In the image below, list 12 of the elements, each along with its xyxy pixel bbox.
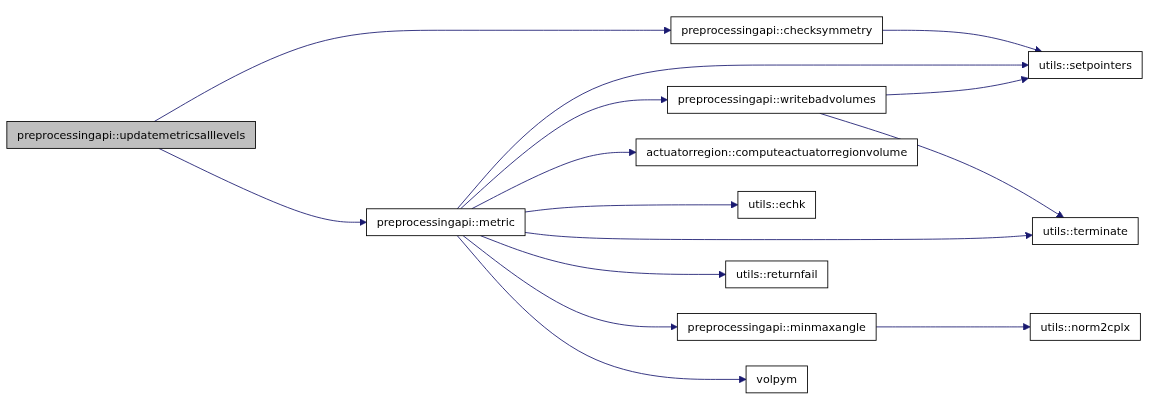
node-box: preprocessingapi::writebadvolumes	[667, 85, 887, 114]
node-box: preprocessingapi::metric	[366, 208, 526, 236]
node-box: preprocessingapi::minmaxangle	[676, 312, 877, 341]
node-box: volpym	[745, 365, 808, 393]
node-box: actuatorregion::computeactuatorregionvolume	[635, 138, 918, 166]
node-box: utils::returnfail	[725, 260, 829, 288]
node-box: preprocessingapi::updatemetricsalllevels	[6, 120, 256, 149]
node-box: utils::setpointers	[1028, 50, 1143, 79]
node-box: utils::norm2cplx	[1029, 312, 1141, 341]
node-box: utils::echk	[737, 190, 817, 219]
node-box: utils::terminate	[1032, 216, 1139, 245]
node-box: preprocessingapi::checksymmetry	[670, 16, 883, 44]
